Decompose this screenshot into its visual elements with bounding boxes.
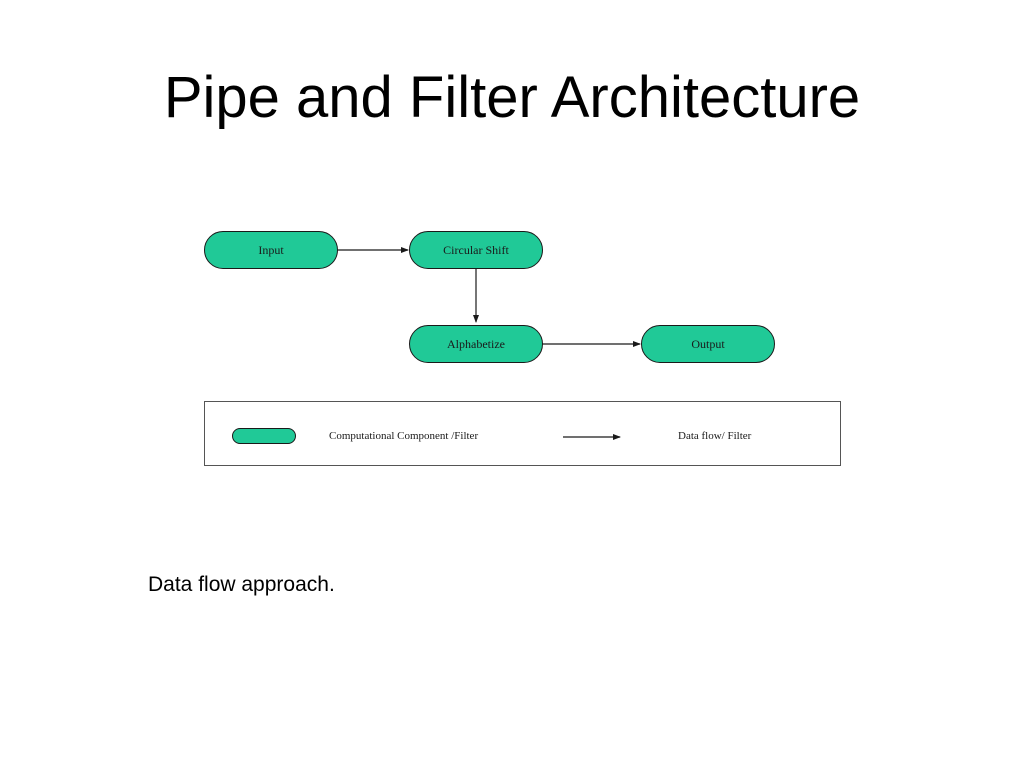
slide-title: Pipe and Filter Architecture	[163, 65, 861, 130]
legend-component-label: Computational Component /Filter	[329, 430, 479, 442]
node-input-label: Input	[258, 242, 284, 257]
legend-component-swatch	[232, 428, 296, 444]
slide-caption: Data flow approach.	[148, 573, 335, 596]
node-output: Output	[641, 325, 775, 363]
node-input: Input	[204, 231, 338, 269]
node-circular-shift-label: Circular Shift	[443, 242, 509, 257]
legend-box	[204, 401, 841, 466]
node-alphabetize-label: Alphabetize	[447, 336, 505, 351]
legend-flow-label: Data flow/ Filter	[678, 430, 752, 442]
node-output-label: Output	[691, 336, 725, 351]
node-circular-shift: Circular Shift	[409, 231, 543, 269]
node-alphabetize: Alphabetize	[409, 325, 543, 363]
